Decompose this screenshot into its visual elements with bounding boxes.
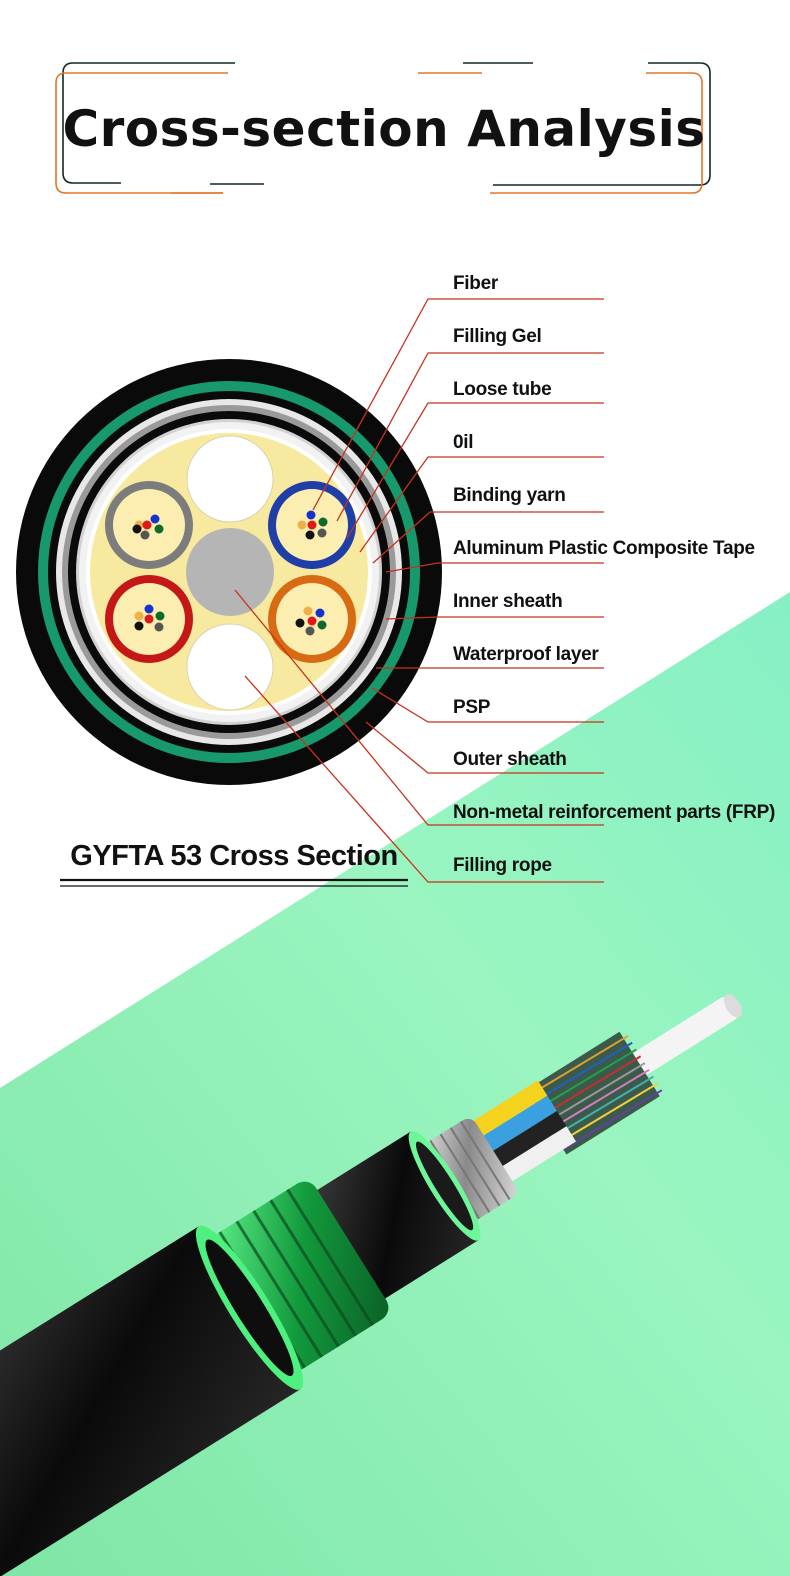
- leader-lines: [234, 298, 604, 883]
- label-filling-rope: Filling rope: [453, 855, 552, 876]
- label-oil: 0il: [453, 432, 474, 453]
- title-frame: [55, 62, 711, 194]
- fiber-dots: [132, 510, 328, 636]
- label-waterproof-layer: Waterproof layer: [453, 644, 599, 665]
- label-loose-tube: Loose tube: [453, 379, 552, 400]
- page-title: Cross-section Analysis: [62, 100, 706, 158]
- caption-underline: [60, 878, 408, 887]
- cross-section-diagram: [16, 359, 442, 785]
- label-fiber: Fiber: [453, 273, 498, 294]
- cable-illustration: [0, 994, 742, 1576]
- label-frp: Non-metal reinforcement parts (FRP): [453, 802, 776, 823]
- diagram-caption: GYFTA 53 Cross Section: [70, 840, 398, 872]
- label-binding-yarn: Binding yarn: [453, 485, 566, 506]
- label-outer-sheath: Outer sheath: [453, 749, 567, 770]
- label-aluminum-plastic-composite-tape: Aluminum Plastic Composite Tape: [453, 538, 755, 559]
- label-filling-gel: Filling Gel: [453, 326, 542, 347]
- label-psp: PSP: [453, 697, 491, 718]
- label-inner-sheath: Inner sheath: [453, 591, 563, 612]
